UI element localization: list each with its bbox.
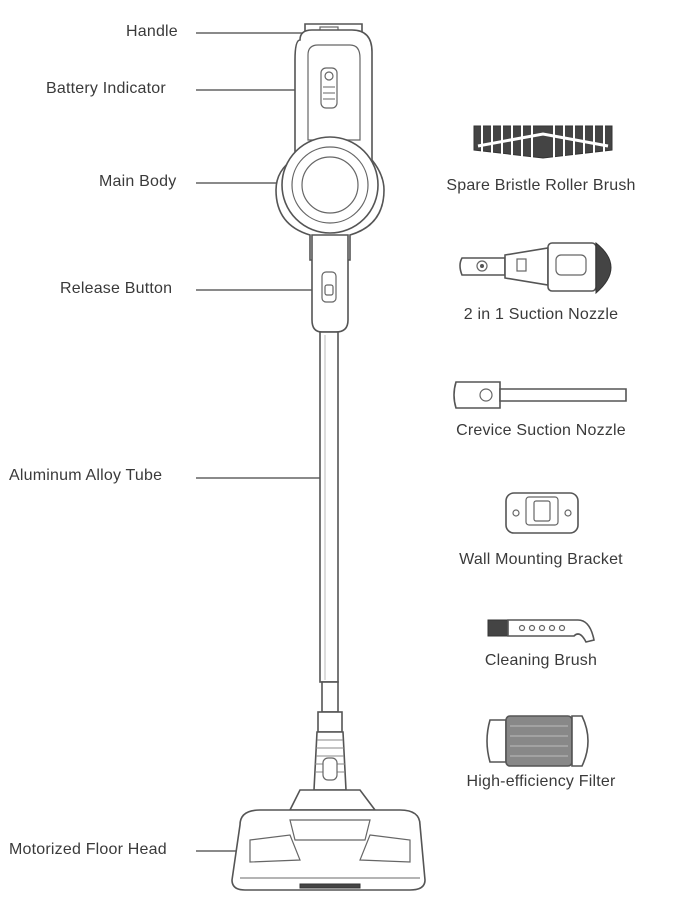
floor-head-led-strip bbox=[299, 883, 361, 889]
caption-suction-nozzle: 2 in 1 Suction Nozzle bbox=[463, 306, 619, 323]
caption-filter: High-efficiency Filter bbox=[466, 773, 616, 790]
floor-head-right-vent bbox=[359, 834, 411, 863]
label-battery-indicator: Battery Indicator bbox=[46, 80, 166, 97]
suction-nozzle-icon bbox=[459, 241, 612, 295]
label-handle: Handle bbox=[126, 23, 178, 40]
motor-ring-inner bbox=[301, 156, 359, 214]
caption-cleaning-brush: Cleaning Brush bbox=[484, 652, 598, 669]
caption-wall-bracket: Wall Mounting Bracket bbox=[459, 551, 623, 568]
label-aluminum-tube: Aluminum Alloy Tube bbox=[9, 467, 163, 484]
cleaning-brush-icon bbox=[487, 619, 595, 643]
filter-icon bbox=[486, 715, 589, 767]
floor-head-left-vent bbox=[249, 834, 301, 863]
power-button-icon bbox=[324, 71, 334, 81]
wall-bracket-icon bbox=[505, 492, 579, 534]
crevice-nozzle-icon bbox=[453, 381, 627, 409]
aluminum-tube bbox=[319, 331, 339, 683]
label-release-button: Release Button bbox=[60, 280, 173, 297]
floor-head-body bbox=[231, 809, 426, 891]
vacuum-cleaner bbox=[231, 23, 426, 891]
release-button-inner bbox=[324, 284, 334, 296]
tube-lower-joint bbox=[321, 681, 339, 713]
label-main-body: Main Body bbox=[99, 173, 177, 190]
caption-roller-brush: Spare Bristle Roller Brush bbox=[446, 177, 636, 194]
floor-head-neck bbox=[288, 789, 377, 811]
floor-head-top-panel bbox=[289, 819, 371, 841]
label-floor-head: Motorized Floor Head bbox=[9, 841, 167, 858]
roller-brush-icon bbox=[473, 118, 613, 159]
caption-crevice-nozzle: Crevice Suction Nozzle bbox=[456, 422, 626, 439]
joint-collar bbox=[317, 711, 343, 733]
swivel-window bbox=[322, 757, 338, 781]
